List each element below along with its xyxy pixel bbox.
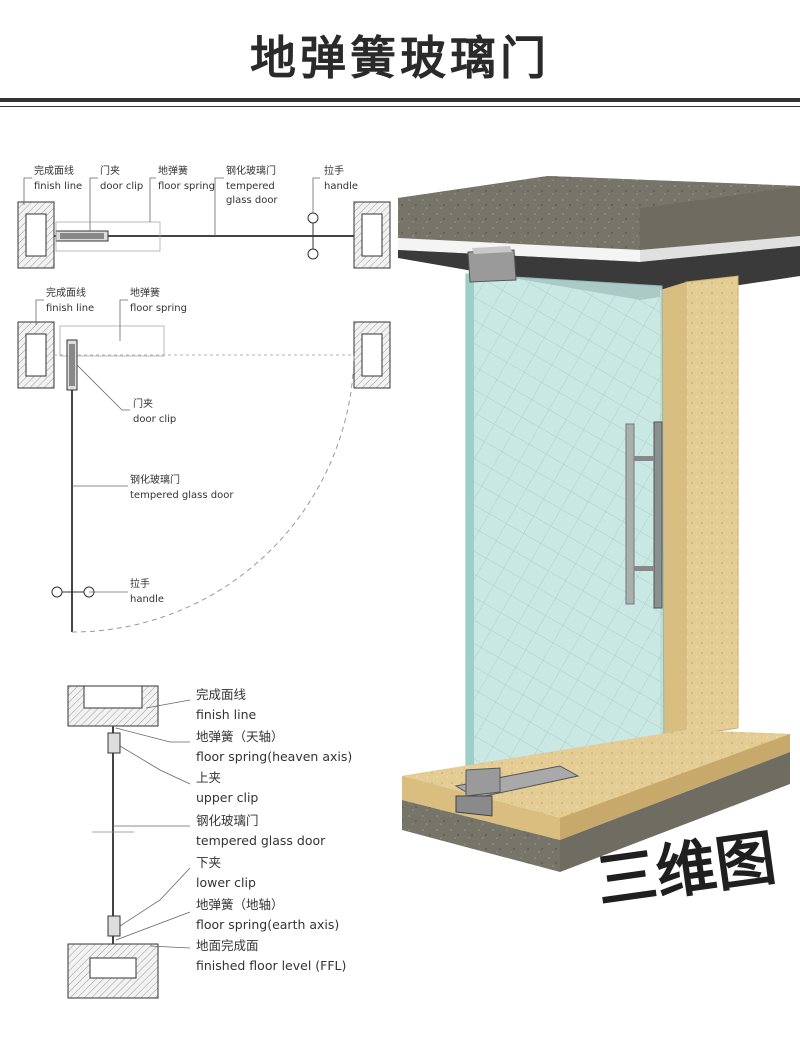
ceiling-top xyxy=(398,176,800,208)
top-handle-en: handle xyxy=(324,181,358,192)
section-ffl-cn: 地面完成面 xyxy=(196,938,259,953)
title-rule-thick xyxy=(0,98,800,102)
top-plan-diagram: 完成面线 finish line 门夹 door clip 地弹簧 floor … xyxy=(17,164,391,269)
swing-plan-diagram: 完成面线 finish line 地弹簧 floor spring 门夹 doo… xyxy=(17,286,391,633)
section-diagram: 完成面线 finish line 地弹簧（天轴） floor spring(he… xyxy=(67,685,352,999)
section-finish-line-cn: 完成面线 xyxy=(196,687,247,702)
door-handle-3d xyxy=(653,421,663,609)
swing-floor-spring-cn: 地弹簧 xyxy=(130,286,160,299)
top-handle-knob-1 xyxy=(307,212,319,224)
ceiling-front xyxy=(398,198,640,250)
swing-handle-cn: 拉手 xyxy=(130,577,150,590)
top-glass-en-1: tempered xyxy=(226,181,275,192)
bottom-clip-3d xyxy=(455,795,493,817)
top-clip-3d xyxy=(467,249,517,283)
swing-floor-spring-en: floor spring xyxy=(130,303,187,314)
section-upper-clip-en: upper clip xyxy=(196,790,258,805)
section-glass-cn: 钢化玻璃门 xyxy=(196,813,259,828)
title-rule-thin xyxy=(0,106,800,107)
page-title: 地弹簧玻璃门 xyxy=(250,31,550,85)
top-door-clip-cn: 门夹 xyxy=(100,164,120,177)
top-finish-line-cn: 完成面线 xyxy=(34,164,74,177)
top-floor-spring xyxy=(55,221,161,252)
section-upper-clip xyxy=(107,732,121,754)
swing-handle-knob-1 xyxy=(51,586,63,598)
section-lower-clip-en: lower clip xyxy=(196,875,256,890)
floor-slab-front xyxy=(402,800,560,872)
swing-glass-en: tempered glass door xyxy=(130,490,234,501)
top-floor-spring-en: floor spring xyxy=(158,181,215,192)
section-earth-cn: 地弹簧（地轴） xyxy=(196,897,284,912)
swing-door-clip-cn: 门夹 xyxy=(133,397,153,410)
section-glass-en: tempered glass door xyxy=(196,833,326,848)
section-ffl-en: finished floor level (FFL) xyxy=(196,958,346,973)
swing-finish-line-en: finish line xyxy=(46,303,94,314)
swing-floor-spring xyxy=(59,325,165,357)
wood-post-side xyxy=(660,282,686,740)
door-3d-render: 三维图 xyxy=(398,176,800,918)
section-heaven-en: floor spring(heaven axis) xyxy=(196,749,352,764)
swing-arc xyxy=(71,354,355,633)
floor-slab-side xyxy=(560,752,790,872)
section-lower-clip xyxy=(107,915,121,937)
top-finish-line-en: finish line xyxy=(34,181,82,192)
section-lower-clip-cn: 下夹 xyxy=(196,855,221,870)
section-earth-en: floor spring(earth axis) xyxy=(196,917,339,932)
top-door-clip-en: door clip xyxy=(100,181,143,192)
section-finish-line-en: finish line xyxy=(196,707,257,722)
wood-post-front xyxy=(685,275,739,737)
swing-handle-en: handle xyxy=(130,594,164,605)
swing-glass-cn: 钢化玻璃门 xyxy=(130,473,180,486)
top-glass-cn: 钢化玻璃门 xyxy=(226,164,276,177)
swing-door-clip-en: door clip xyxy=(133,414,176,425)
section-upper-clip-cn: 上夹 xyxy=(196,770,221,785)
swing-finish-line-cn: 完成面线 xyxy=(46,286,86,299)
top-floor-spring-cn: 地弹簧 xyxy=(158,164,188,177)
section-heaven-cn: 地弹簧（天轴） xyxy=(196,729,284,744)
top-handle-knob-2 xyxy=(307,248,319,260)
top-handle-cn: 拉手 xyxy=(324,164,344,177)
floor-top xyxy=(402,730,790,818)
top-glass-en-2: glass door xyxy=(226,195,278,206)
